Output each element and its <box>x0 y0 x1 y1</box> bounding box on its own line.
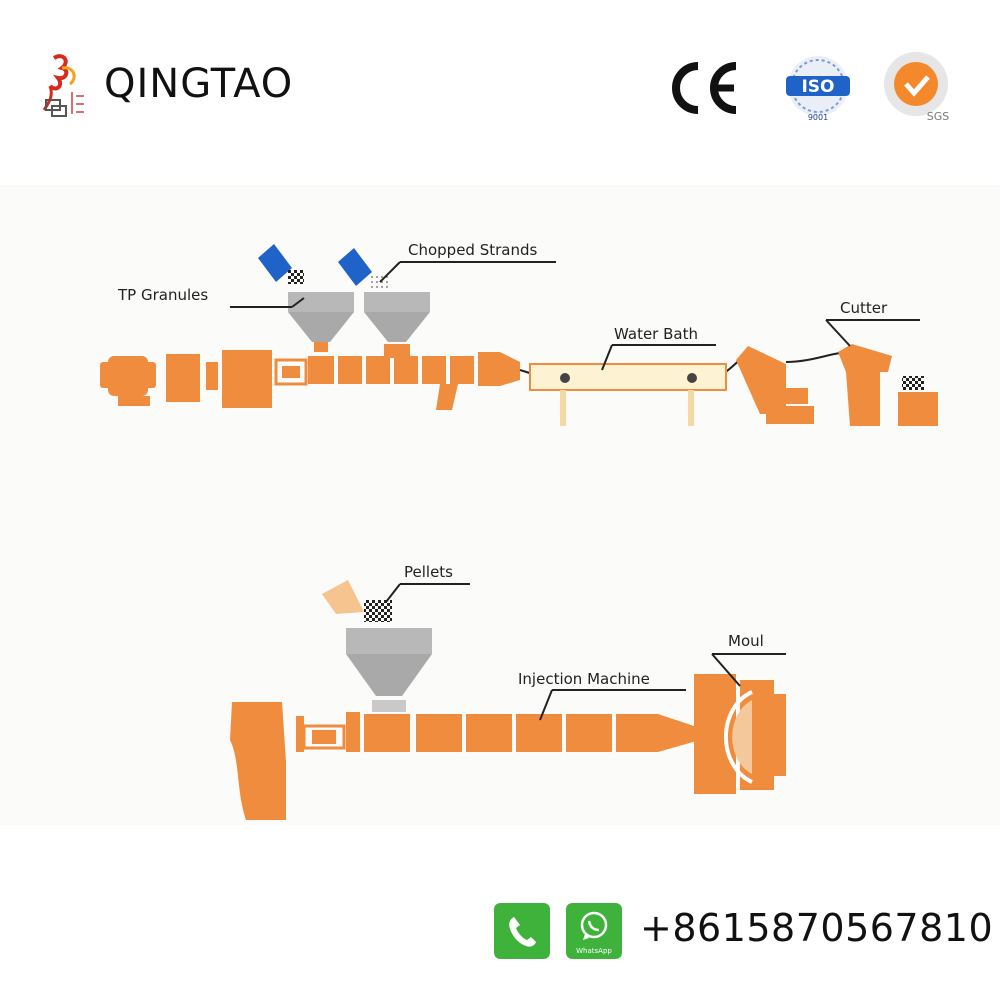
injection-line <box>230 702 700 820</box>
cutter-label: Cutter <box>840 299 888 317</box>
water-bath-label: Water Bath <box>614 325 698 343</box>
mould <box>694 674 786 794</box>
iso-9001-badge: ISO 9001 <box>786 56 850 122</box>
blue-bucket-icon <box>338 248 372 286</box>
sgs-badge: SGS <box>884 52 950 123</box>
pellets-label: Pellets <box>404 563 453 581</box>
tp-granules-label: TP Granules <box>117 286 208 304</box>
hopper-pellets <box>346 628 432 712</box>
whatsapp-label: WhatsApp <box>576 947 612 955</box>
mould-label: Moul <box>728 632 764 650</box>
phone-number[interactable]: +8615870567810 <box>640 906 994 950</box>
ce-mark-icon <box>672 62 737 114</box>
puller <box>736 346 814 424</box>
chopped-strands-label: Chopped Strands <box>408 241 538 259</box>
phone-icon <box>509 917 536 947</box>
cutter-machine <box>838 344 938 426</box>
whatsapp-icon <box>580 911 608 939</box>
injection-machine-label: Injection Machine <box>518 670 650 688</box>
iso-number: 9001 <box>808 113 828 122</box>
phone-call-button[interactable] <box>494 903 550 959</box>
sgs-label: SGS <box>927 110 950 123</box>
pellet-bucket-icon <box>322 580 364 614</box>
qingtao-logo-icon <box>42 54 84 117</box>
brand-name: QINGTAO <box>104 61 294 107</box>
iso-label: ISO <box>801 77 834 97</box>
whatsapp-button[interactable]: WhatsApp <box>566 903 622 959</box>
hopper-chopped-strands <box>364 292 430 358</box>
hopper-tp-granules <box>288 292 354 352</box>
blue-bucket-icon <box>258 244 292 282</box>
water-bath <box>529 363 727 426</box>
extruder-line <box>100 350 520 410</box>
